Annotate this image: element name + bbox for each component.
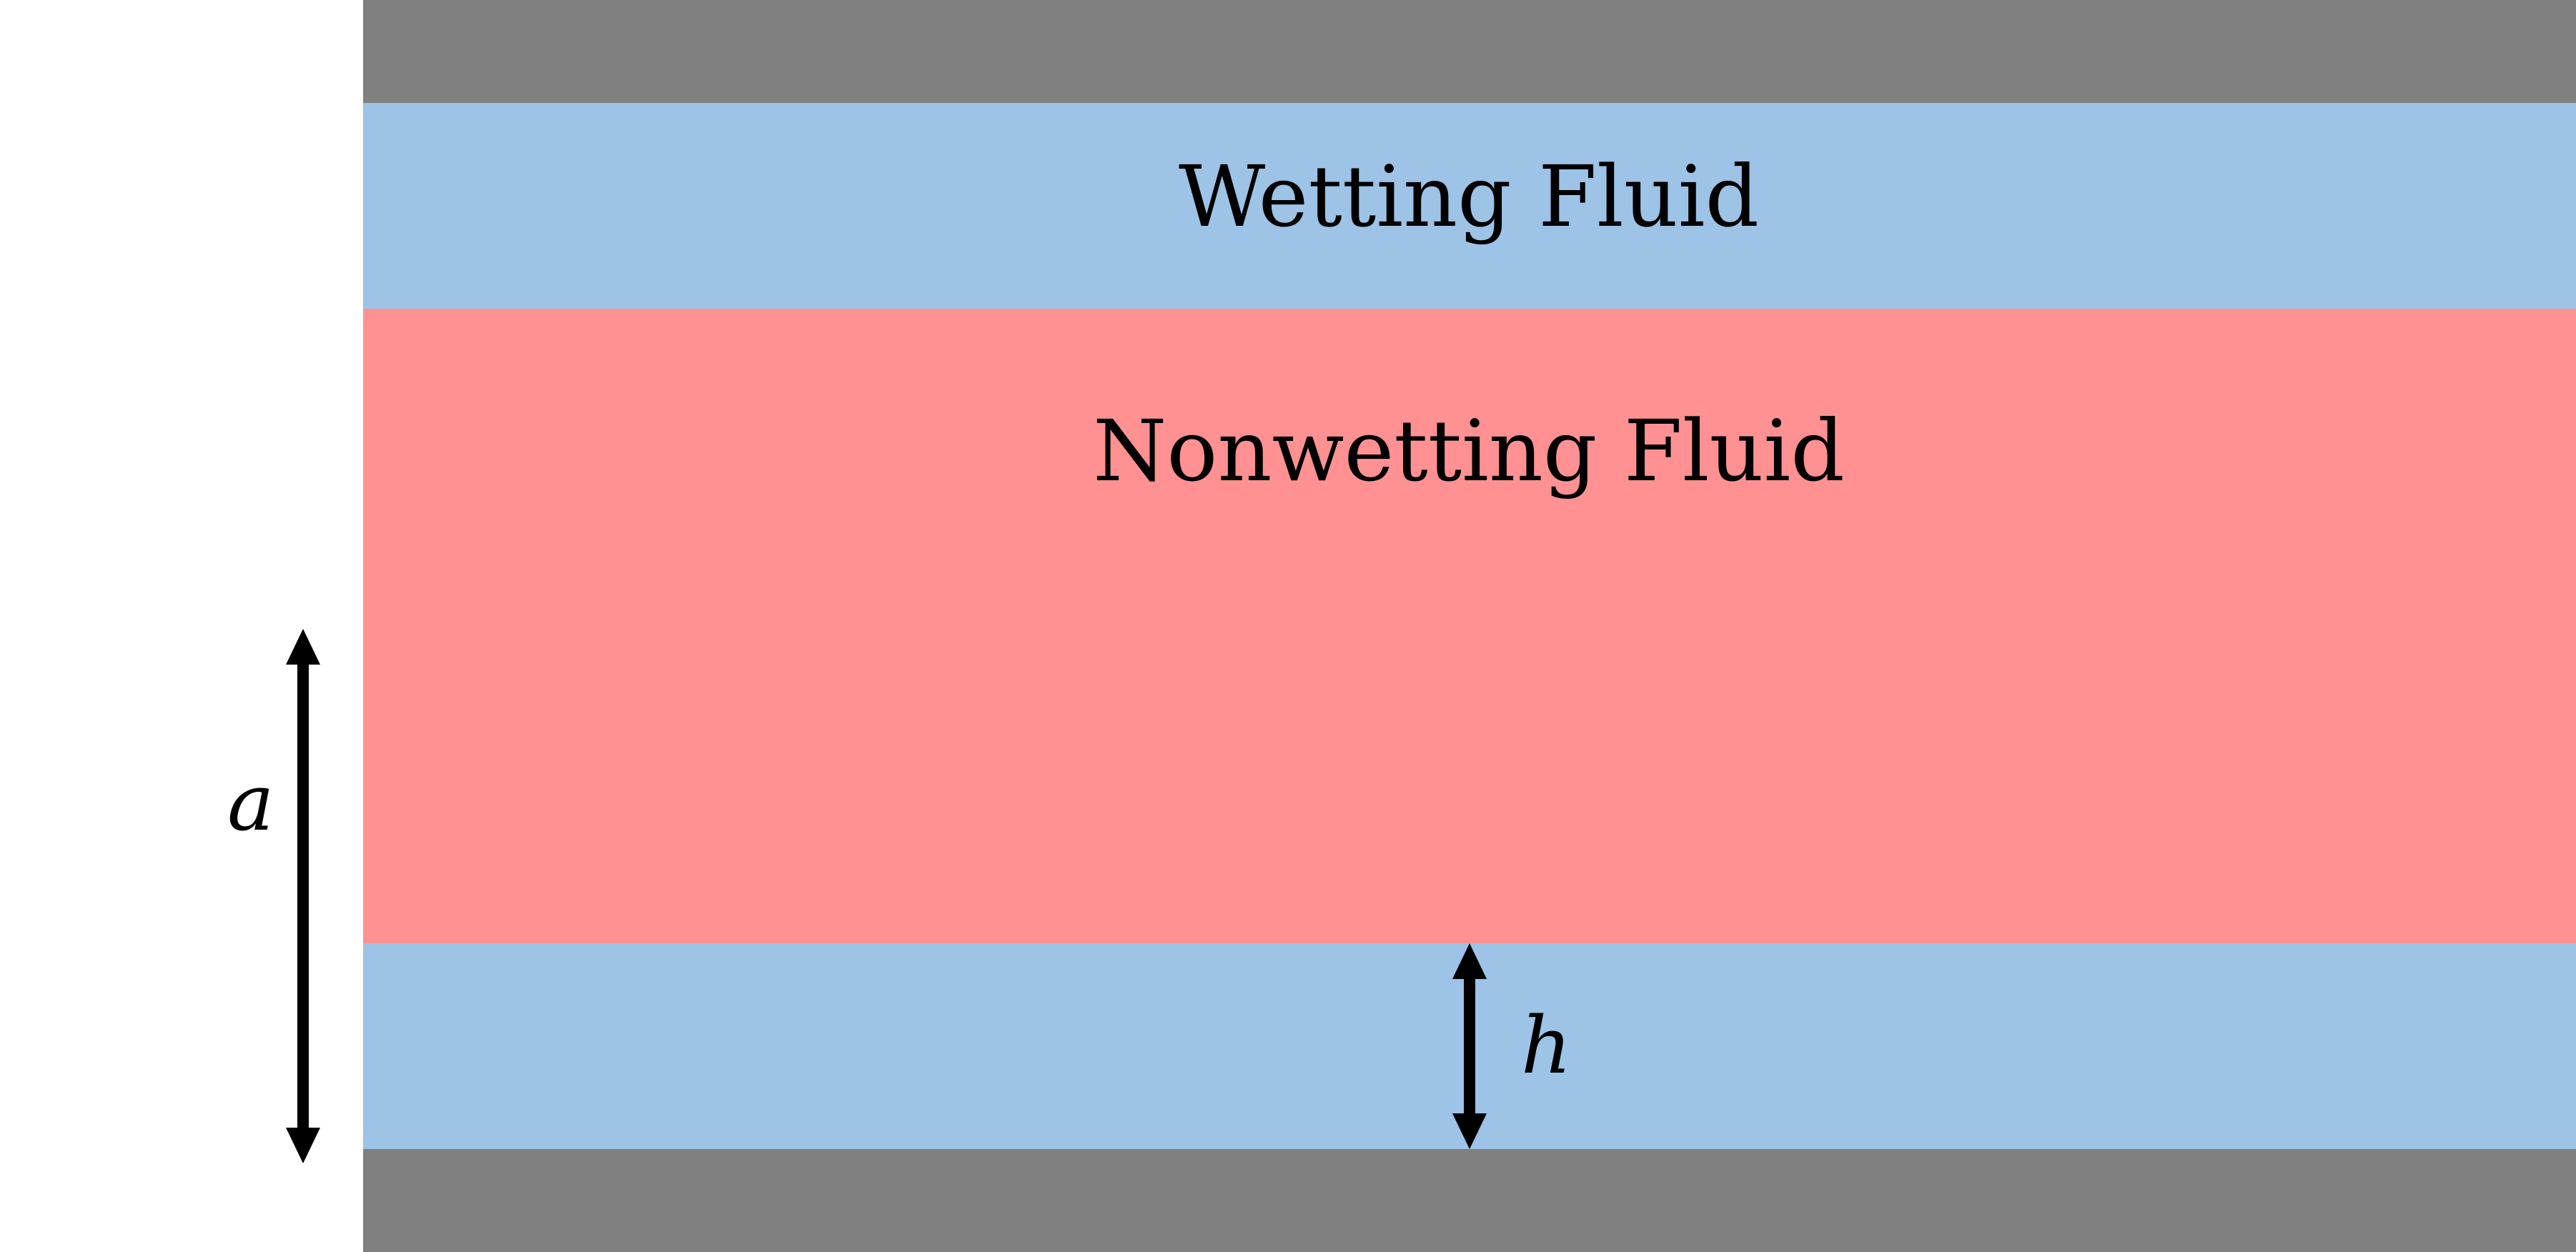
h-dimension-arrow [1452, 943, 1487, 1149]
h-arrow-head-down [1452, 1113, 1487, 1149]
a-arrow-head-down [286, 1128, 320, 1163]
nonwetting-fluid-core [363, 309, 2576, 943]
a-arrow-head-up [286, 629, 320, 665]
h-dimension-label: h [1521, 1000, 1572, 1091]
a-dimension-label: a [227, 757, 274, 848]
wetting-fluid-top-layer [363, 103, 2576, 309]
a-dimension-arrow [286, 629, 320, 1163]
bottom-wall [363, 1149, 2576, 1252]
nonwetting-fluid-label: Nonwetting Fluid [1093, 402, 1845, 500]
top-wall [363, 0, 2576, 103]
h-arrow-head-up [1452, 943, 1487, 979]
wetting-fluid-label: Wetting Fluid [1179, 147, 1759, 246]
